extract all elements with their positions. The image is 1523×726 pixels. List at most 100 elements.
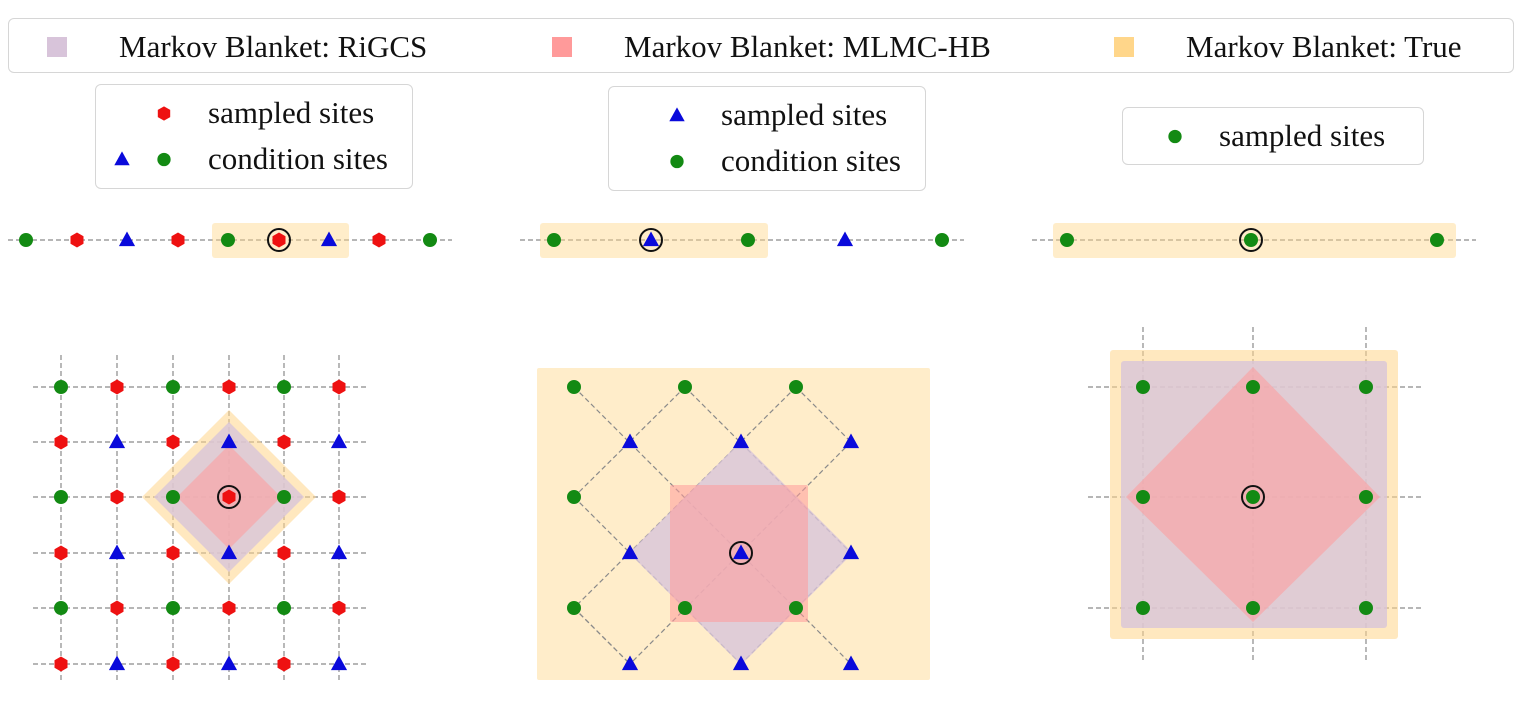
panel-2-legend-markers-condition (609, 151, 687, 171)
lattice-1-site-3-2 (166, 545, 180, 561)
chain-1-site-1 (70, 232, 84, 248)
lattice-3-target-ring (1241, 485, 1265, 509)
panel-3-legend: sampled sites (1122, 107, 1424, 165)
top-legend: Markov Blanket: RiGCS Markov Blanket: ML… (8, 18, 1514, 73)
legend-red-hexagon-icon (157, 106, 171, 121)
lattice-2-diag-extra-0 (573, 607, 631, 665)
blue-triangle-legend-marker (114, 151, 130, 166)
lattice-2-blue-site-5 (842, 544, 860, 560)
lattice-1-site-5-5 (330, 655, 348, 671)
chain-1-target-ring (267, 228, 291, 252)
chain-2-site-0 (547, 233, 561, 247)
panel-3-legend-markers-sampled (1123, 126, 1185, 146)
lattice-2-target-ring (729, 541, 753, 565)
chain-1-site-0 (19, 233, 33, 247)
lattice-2-blue-site-2 (842, 433, 860, 449)
lattice-1-site-4-1 (110, 600, 124, 616)
lattice-1-site-3-3 (220, 544, 238, 560)
chain-2-site-4 (935, 233, 949, 247)
lattice-3-site-2-2 (1359, 601, 1373, 615)
lattice-2-green-site-3 (567, 490, 581, 504)
chain-1-site-8 (423, 233, 437, 247)
green-circle-legend-marker (157, 152, 171, 167)
lattice-2-green-site-5 (789, 601, 803, 615)
panel-1-legend-markers-sampled (96, 103, 174, 123)
lattice-1-site-5-3 (220, 655, 238, 671)
lattice-1-target-ring (217, 485, 241, 509)
chain-1-site-6 (320, 231, 338, 247)
lattice-1-site-2-5 (332, 489, 346, 505)
legend-label-true: Markov Blanket: True (1186, 28, 1462, 64)
blue-triangle-legend-marker (669, 107, 685, 122)
chain-2-target-ring (639, 228, 663, 252)
panel-1-legend-label-condition: condition sites (208, 141, 388, 176)
lattice-1-site-0-1 (110, 379, 124, 395)
lattice-1-site-1-4 (277, 434, 291, 450)
lattice-1-site-5-4 (277, 656, 291, 672)
panel-1-legend: sampled sites condition sites (95, 84, 413, 189)
lattice-1-site-4-2 (166, 601, 180, 615)
panel-1-legend-row-sampled: sampled sites (96, 91, 412, 135)
lattice-2-blue-site-3 (621, 544, 639, 560)
lattice-1-site-4-0 (54, 601, 68, 615)
lattice-1-site-0-2 (166, 380, 180, 394)
panel-2-legend-row-condition: condition sites (609, 139, 925, 183)
lattice-1-site-5-0 (54, 656, 68, 672)
lattice-1-site-2-1 (110, 489, 124, 505)
panel-2-legend-row-sampled: sampled sites (609, 93, 925, 137)
lattice-2-green-site-2 (789, 380, 803, 394)
lattice-3-site-2-1 (1246, 601, 1260, 615)
legend-blue-triangle-icon (114, 151, 130, 166)
legend-blue-triangle-icon (669, 107, 685, 122)
true-swatch (1114, 36, 1134, 57)
lattice-1-site-3-4 (277, 545, 291, 561)
lattice-2-green-site-6 (567, 601, 581, 615)
chain-1-site-4 (221, 233, 235, 247)
red-hexagon-legend-marker (157, 106, 171, 121)
green-circle-legend-marker (670, 154, 684, 169)
lattice-2-green-site-1 (678, 380, 692, 394)
lattice-3-site-1-0 (1136, 490, 1150, 504)
panel-1-legend-markers-condition (96, 149, 174, 169)
lattice-3-site-1-2 (1359, 490, 1373, 504)
lattice-1-site-4-3 (222, 600, 236, 616)
lattice-2-blue-site-4 (732, 544, 750, 560)
panel-3-legend-row-sampled: sampled sites (1123, 114, 1423, 158)
lattice-1-site-1-0 (54, 434, 68, 450)
panel-2-legend: sampled sites condition sites (608, 86, 926, 191)
chain-1-site-2 (118, 231, 136, 247)
legend-green-circle-icon (157, 152, 171, 167)
chain-3-site-2 (1430, 233, 1444, 247)
chain-1-site-7 (372, 232, 386, 248)
mlmc-hb-swatch (552, 36, 572, 57)
panel-2-legend-label-condition: condition sites (721, 143, 901, 178)
lattice-1-site-0-5 (332, 379, 346, 395)
lattice-2-green-site-4 (678, 601, 692, 615)
lattice-3-site-0-1 (1246, 380, 1260, 394)
lattice-1-site-5-1 (108, 655, 126, 671)
panel-1-legend-label-sampled: sampled sites (208, 95, 375, 130)
panel-1-legend-row-condition: condition sites (96, 137, 412, 181)
lattice-1-site-4-5 (332, 600, 346, 616)
chain-3-site-1 (1244, 233, 1258, 247)
lattice-1-site-0-0 (54, 380, 68, 394)
legend-green-circle-icon (1168, 129, 1182, 144)
chain-3-target-ring (1239, 228, 1263, 252)
panel-3-legend-label-sampled: sampled sites (1219, 118, 1386, 153)
lattice-2-blue-site-0 (621, 433, 639, 449)
chain-2-site-3 (836, 231, 854, 247)
lattice-1-site-2-0 (54, 490, 68, 504)
lattice-2-blue-site-8 (842, 655, 860, 671)
legend-green-circle-icon (670, 154, 684, 169)
legend-label-mlmc-hb: Markov Blanket: MLMC-HB (624, 28, 991, 64)
legend-entry-true: Markov Blanket: True (1114, 19, 1462, 74)
lattice-3-site-0-2 (1359, 380, 1373, 394)
lattice-2-blue-site-7 (732, 655, 750, 671)
lattice-1-site-4-4 (277, 601, 291, 615)
panel-2-legend-markers-sampled (609, 105, 687, 125)
chain-2-site-2 (741, 233, 755, 247)
legend-label-rigcs: Markov Blanket: RiGCS (119, 28, 428, 64)
lattice-2-blue-site-6 (621, 655, 639, 671)
legend-entry-mlmc-hb: Markov Blanket: MLMC-HB (552, 19, 991, 74)
lattice-1-site-1-3 (220, 433, 238, 449)
